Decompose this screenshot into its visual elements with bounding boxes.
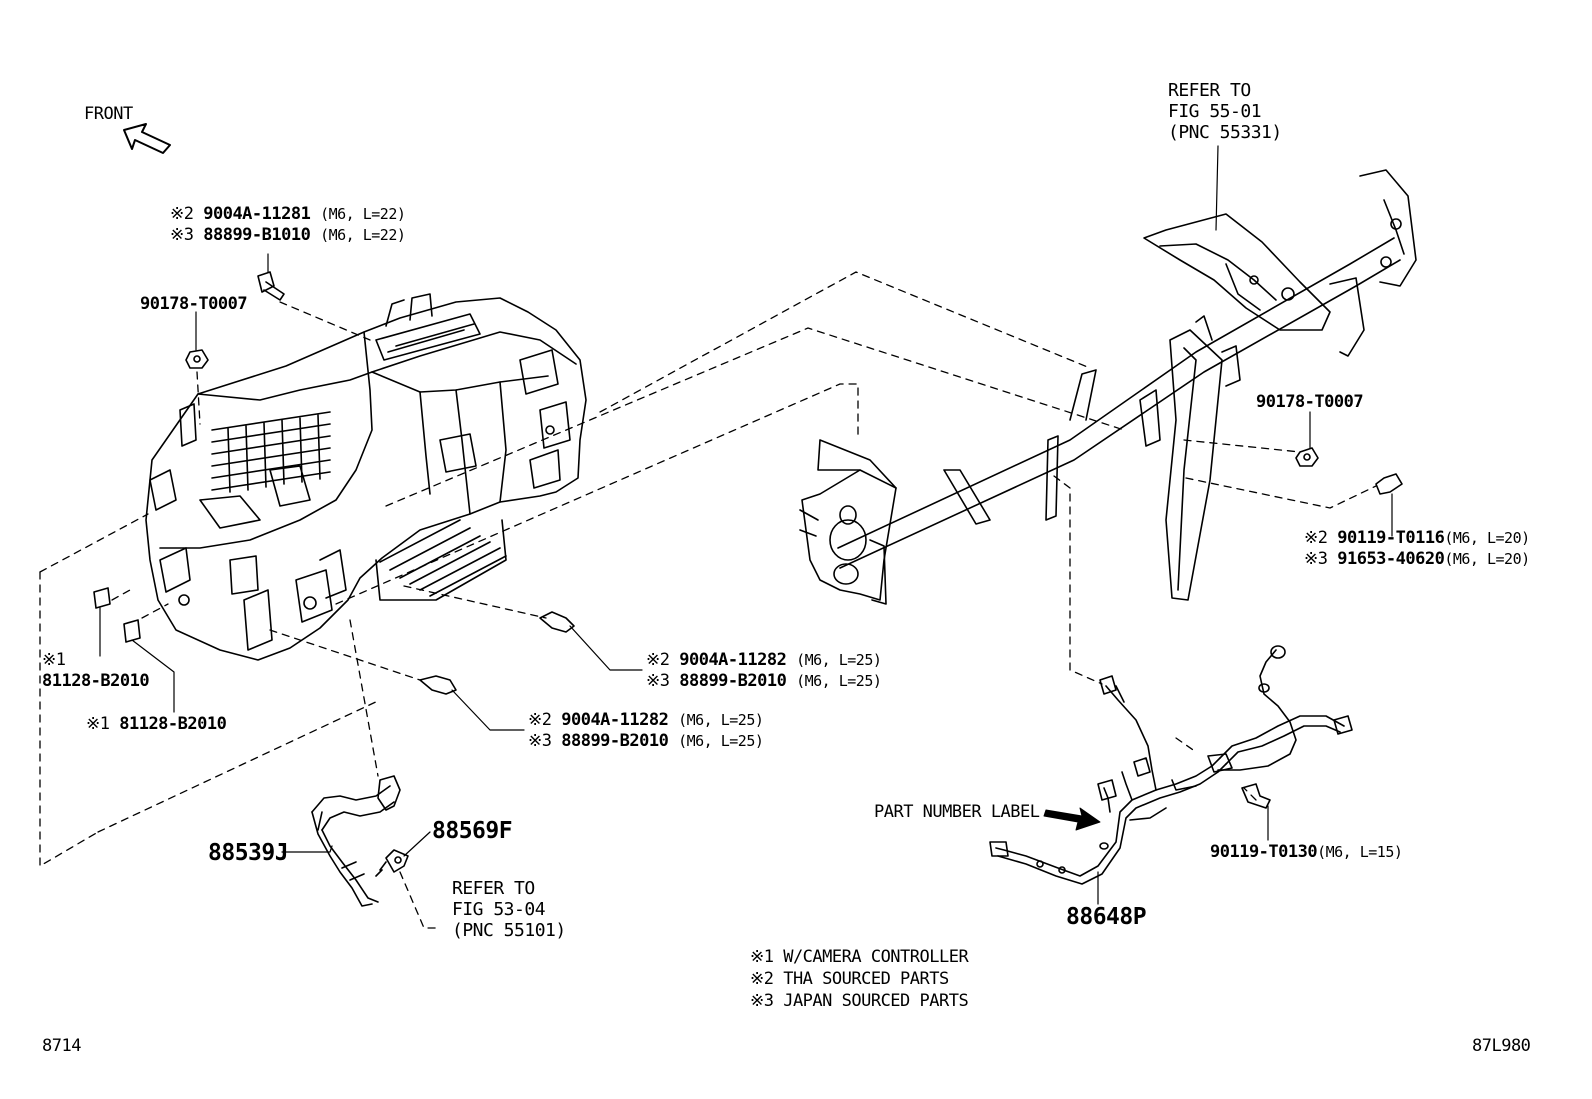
corner-code-right: 87L980 [1472, 1036, 1531, 1056]
bolt-top-callout: ※2 9004A-11281 (M6, L=22) ※3 88899-B1010… [170, 204, 406, 245]
part-88648P-label: 88648P [1066, 904, 1147, 930]
nut-right-label: 90178-T0007 [1256, 392, 1364, 412]
bolt-mid1-callout: ※2 9004A-11282 (M6, L=25) ※3 88899-B2010… [646, 650, 882, 691]
clip1-callout: ※1 81128-B2010 [42, 650, 150, 691]
legend: ※1 W/CAMERA CONTROLLER ※2 THA SOURCED PA… [750, 946, 969, 1012]
part-number-label-text: PART NUMBER LABEL [874, 802, 1040, 822]
front-arrow-icon [123, 123, 171, 154]
part-88569F-label: 88569F [432, 818, 513, 844]
nut-icon [1295, 447, 1319, 467]
clip-icon [93, 587, 141, 643]
bolt-mid2-callout: ※2 9004A-11282 (M6, L=25) ※3 88899-B2010… [528, 710, 764, 751]
aspirator-tube [311, 775, 401, 907]
sensor [375, 849, 409, 877]
bolt-harness-callout: 90119-T0130(M6, L=15) [1210, 842, 1403, 862]
bolt-icon [1241, 473, 1403, 809]
part-number-label-arrow [1043, 807, 1101, 831]
nut-left-label: 90178-T0007 [140, 294, 248, 314]
bolt-icon [257, 271, 285, 301]
refer-to-beam: REFER TO FIG 55-01 (PNC 55331) [1168, 80, 1282, 143]
refer-to-tube: REFER TO FIG 53-04 (PNC 55101) [452, 878, 566, 941]
legend-item: ※2 THA SOURCED PARTS [750, 969, 949, 989]
wire-harness [989, 645, 1353, 885]
front-label: FRONT [84, 104, 133, 124]
part-88539J-label: 88539J [208, 840, 289, 866]
instrument-panel-beam [799, 169, 1417, 605]
leader-lines [99, 145, 1393, 905]
clip2-callout: ※1 81128-B2010 [86, 714, 227, 734]
corner-code-left: 8714 [42, 1036, 81, 1056]
nut-icon [185, 349, 209, 369]
hvac-unit [145, 293, 587, 661]
legend-item: ※3 JAPAN SOURCED PARTS [750, 991, 969, 1011]
bolt-right-callout: ※2 90119-T0116(M6, L=20) ※3 91653-40620(… [1304, 528, 1530, 569]
legend-item: ※1 W/CAMERA CONTROLLER [750, 947, 969, 967]
assembly-lines [39, 271, 1377, 929]
bolt-icon [419, 611, 575, 695]
